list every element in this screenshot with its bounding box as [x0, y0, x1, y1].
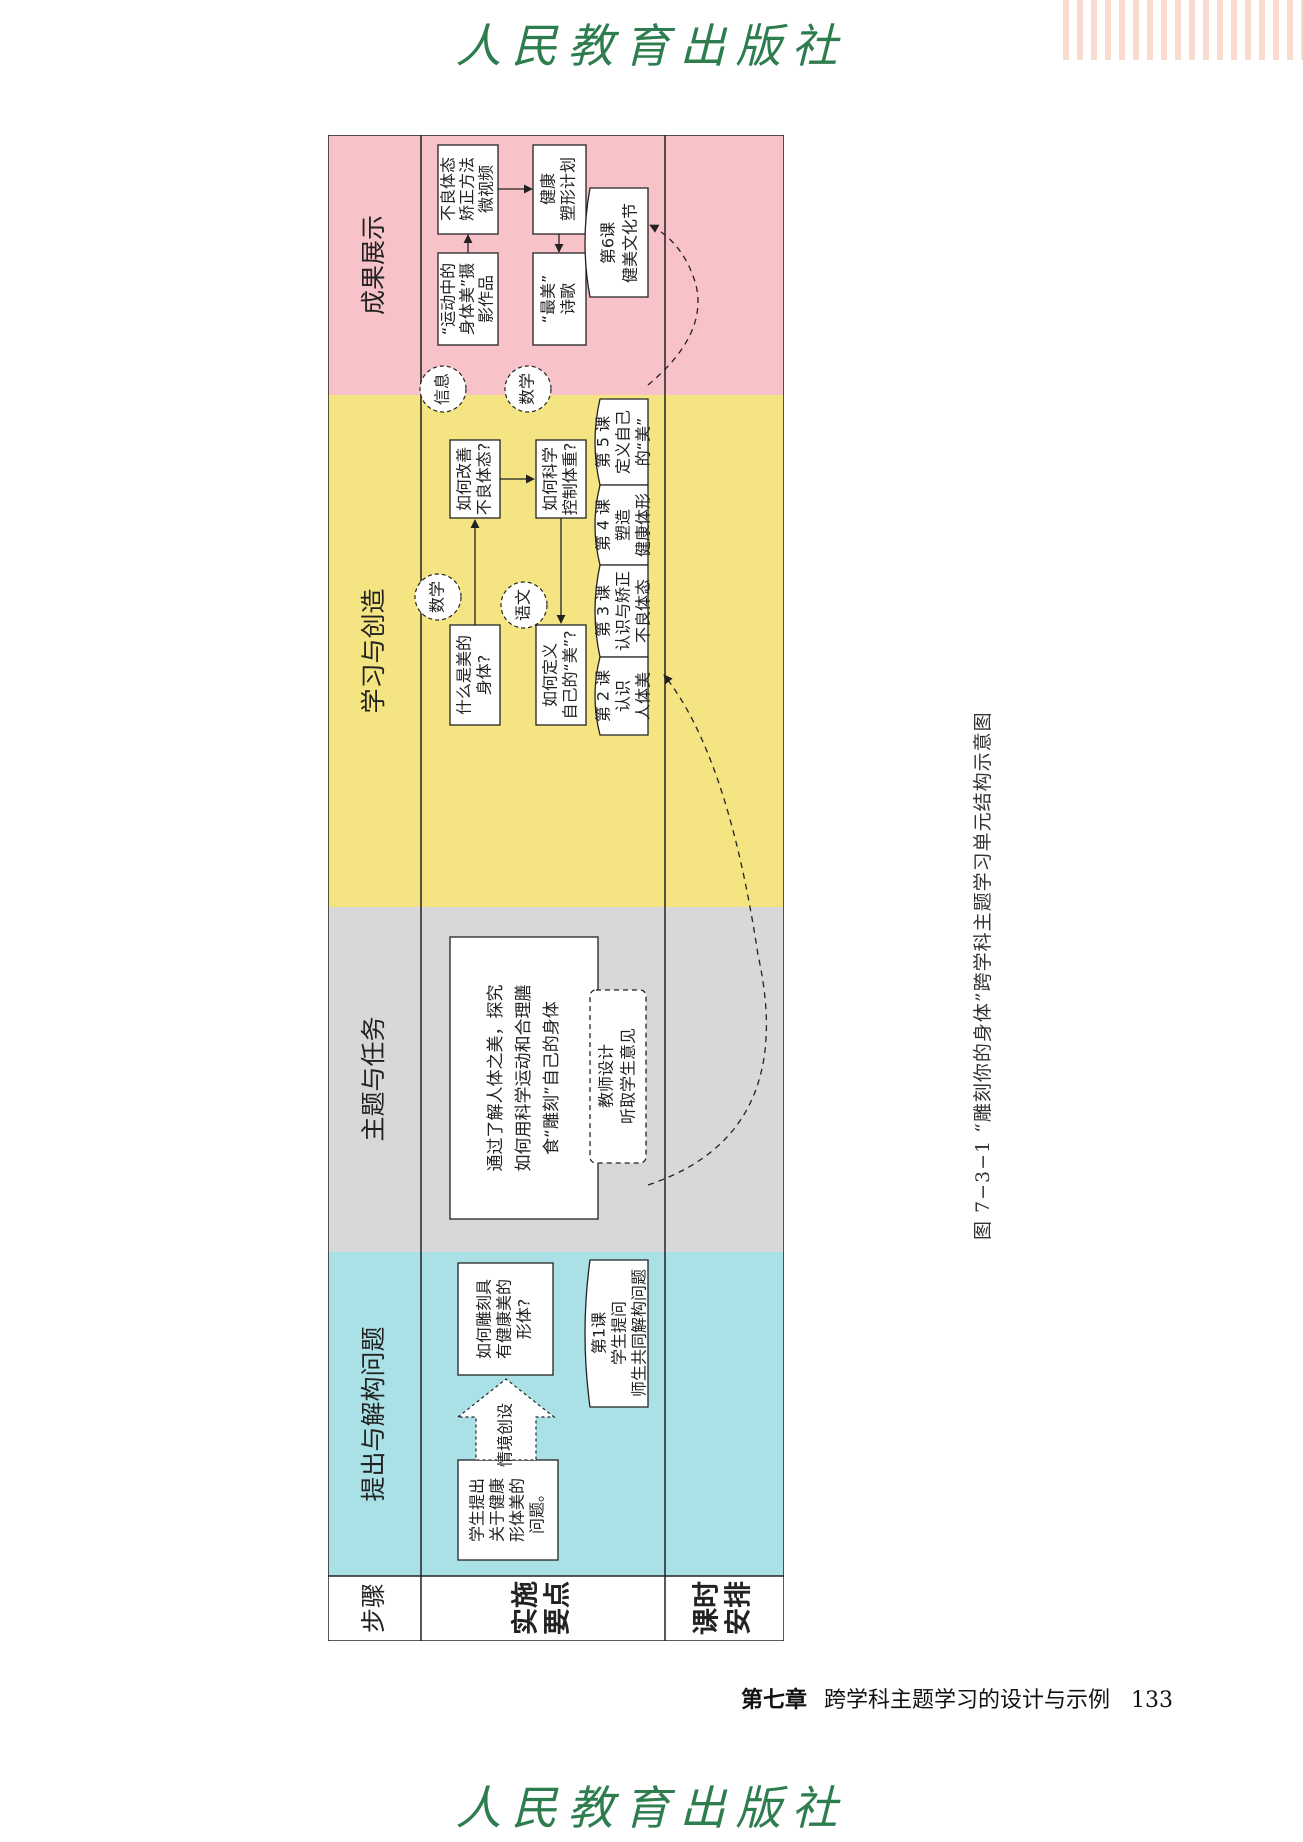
svg-text:自己的“美”?: 自己的“美”? [561, 630, 580, 719]
svg-text:课时: 课时 [692, 1581, 723, 1635]
svg-text:形体美的: 形体美的 [508, 1478, 527, 1542]
svg-text:安排: 安排 [724, 1581, 755, 1635]
svg-text:身体?: 身体? [475, 655, 494, 696]
svg-text:教师设计: 教师设计 [597, 1044, 616, 1108]
page-footer: 第七章 跨学科主题学习的设计与示例 133 [741, 1682, 1173, 1714]
lesson-6 [584, 187, 649, 298]
page-number: 133 [1131, 1688, 1173, 1713]
band-header [328, 1576, 784, 1641]
box-q-body [449, 624, 501, 726]
svg-text:健康体形: 健康体形 [634, 493, 653, 557]
flow-arrow-l1-l2 [647, 674, 768, 1186]
svg-text:学生提出: 学生提出 [468, 1478, 487, 1542]
svg-text:学生提问: 学生提问 [610, 1301, 629, 1365]
row-header-schedule: 课时 安排 [692, 1581, 755, 1635]
svg-text:问题。: 问题。 [528, 1486, 547, 1534]
svg-text:控制体重?: 控制体重? [561, 443, 580, 516]
box-video [437, 144, 499, 235]
row-header-step: 步骤 [359, 1583, 388, 1633]
svg-text:塑形计划: 塑形计划 [559, 157, 578, 221]
scenario-arrow [456, 1378, 556, 1461]
svg-text:通过了解人体之美，探究: 通过了解人体之美，探究 [486, 985, 506, 1172]
svg-text:定义自己: 定义自己 [614, 410, 633, 474]
svg-text:健康: 健康 [539, 173, 558, 205]
svg-text:影作品: 影作品 [477, 275, 496, 323]
svg-text:身体美”摄: 身体美”摄 [458, 263, 477, 335]
box-problem [457, 1262, 554, 1376]
svg-text:如何定义: 如何定义 [541, 643, 560, 707]
subject-bubble-math-b [504, 365, 552, 413]
svg-text:塑造: 塑造 [614, 509, 633, 541]
svg-text:第 4 课: 第 4 课 [594, 499, 613, 551]
svg-text:的“美”: 的“美” [634, 418, 653, 467]
lesson-2 [594, 656, 649, 736]
unit-structure-diagram: 成果展示 学习与创造 主题与任务 提出与解构问题 步骤 实施 要点 课时 安排 … [327, 134, 785, 1642]
subject-bubble-math-a [414, 573, 462, 621]
svg-text:认识: 认识 [614, 680, 633, 712]
stage-title-theme: 主题与任务 [359, 1016, 388, 1141]
svg-text:第 3 课: 第 3 课 [594, 585, 613, 637]
box-task [449, 936, 599, 1220]
svg-text:第 2 课: 第 2 课 [594, 670, 613, 722]
footer-chapter: 第七章 [740, 1687, 807, 1713]
row-header-points: 实施 要点 [510, 1581, 574, 1635]
svg-text:诗歌: 诗歌 [559, 283, 578, 315]
svg-text:第6课: 第6课 [599, 222, 618, 264]
svg-text:第1课: 第1课 [590, 1312, 609, 1354]
svg-text:“运动中的: “运动中的 [439, 263, 458, 335]
header-decoration [1063, 0, 1303, 60]
flow-arrow-l5-l6 [647, 224, 699, 386]
svg-text:如何用科学运动和合理膳: 如何用科学运动和合理膳 [514, 985, 534, 1172]
box-teacher-design [589, 989, 647, 1164]
publisher-logo-bottom: 人民教育出版社 [455, 1781, 848, 1835]
stage-title-problem: 提出与解构问题 [359, 1326, 388, 1501]
subject-math-b-label: 数学 [518, 373, 537, 405]
stage-title-results: 成果展示 [359, 215, 388, 315]
lesson-1 [584, 1259, 649, 1408]
subject-bubble-chinese [500, 581, 548, 629]
svg-text:如何改善: 如何改善 [455, 447, 474, 511]
svg-text:要点: 要点 [543, 1581, 574, 1635]
svg-text:如何雕刻具: 如何雕刻具 [475, 1279, 494, 1359]
svg-text:微视频: 微视频 [477, 165, 496, 213]
scenario-arrow-label: 情境创设 [496, 1403, 515, 1467]
subject-bubble-info [419, 365, 467, 413]
footer-chapter-title: 跨学科主题学习的设计与示例 [823, 1688, 1110, 1713]
svg-text:关于健康: 关于健康 [488, 1478, 507, 1542]
box-plan [532, 144, 587, 235]
svg-text:如何科学: 如何科学 [541, 447, 560, 511]
svg-text:第 5 课: 第 5 课 [594, 416, 613, 468]
svg-text:有健康美的: 有健康美的 [495, 1279, 514, 1359]
svg-text:“最美”: “最美” [539, 275, 558, 324]
subject-math-a-label: 数学 [428, 581, 447, 613]
svg-text:健美文化节: 健美文化节 [621, 203, 640, 283]
svg-text:实施: 实施 [510, 1581, 542, 1635]
stage-title-learning: 学习与创造 [359, 588, 388, 713]
svg-text:矫正方法: 矫正方法 [458, 157, 477, 221]
subject-chinese-label: 语文 [514, 589, 533, 621]
svg-text:不良体态?: 不良体态? [475, 443, 494, 516]
svg-text:什么是美的: 什么是美的 [455, 635, 474, 715]
svg-text:认识与矫正: 认识与矫正 [614, 571, 633, 651]
box-poem [532, 252, 587, 346]
svg-text:不良体态: 不良体态 [634, 579, 653, 643]
box-q-define [535, 624, 587, 726]
svg-text:不良体态: 不良体态 [439, 157, 458, 221]
svg-text:听取学生意见: 听取学生意见 [619, 1028, 638, 1124]
svg-text:师生共同解构问题: 师生共同解构问题 [630, 1269, 649, 1397]
svg-text:人体美: 人体美 [634, 672, 653, 720]
subject-info-label: 信息 [433, 373, 452, 405]
svg-text:食“雕刻”自己的身体: 食“雕刻”自己的身体 [542, 1001, 562, 1155]
publisher-logo-top: 人民教育出版社 [455, 19, 848, 73]
diagram-svg: 成果展示 学习与创造 主题与任务 提出与解构问题 步骤 实施 要点 课时 安排 … [327, 134, 785, 1642]
figure-caption: 图 7−3−1 “雕刻你的身体”跨学科主题学习单元结构示意图 [972, 711, 994, 1240]
svg-text:形体?: 形体? [515, 1299, 534, 1340]
